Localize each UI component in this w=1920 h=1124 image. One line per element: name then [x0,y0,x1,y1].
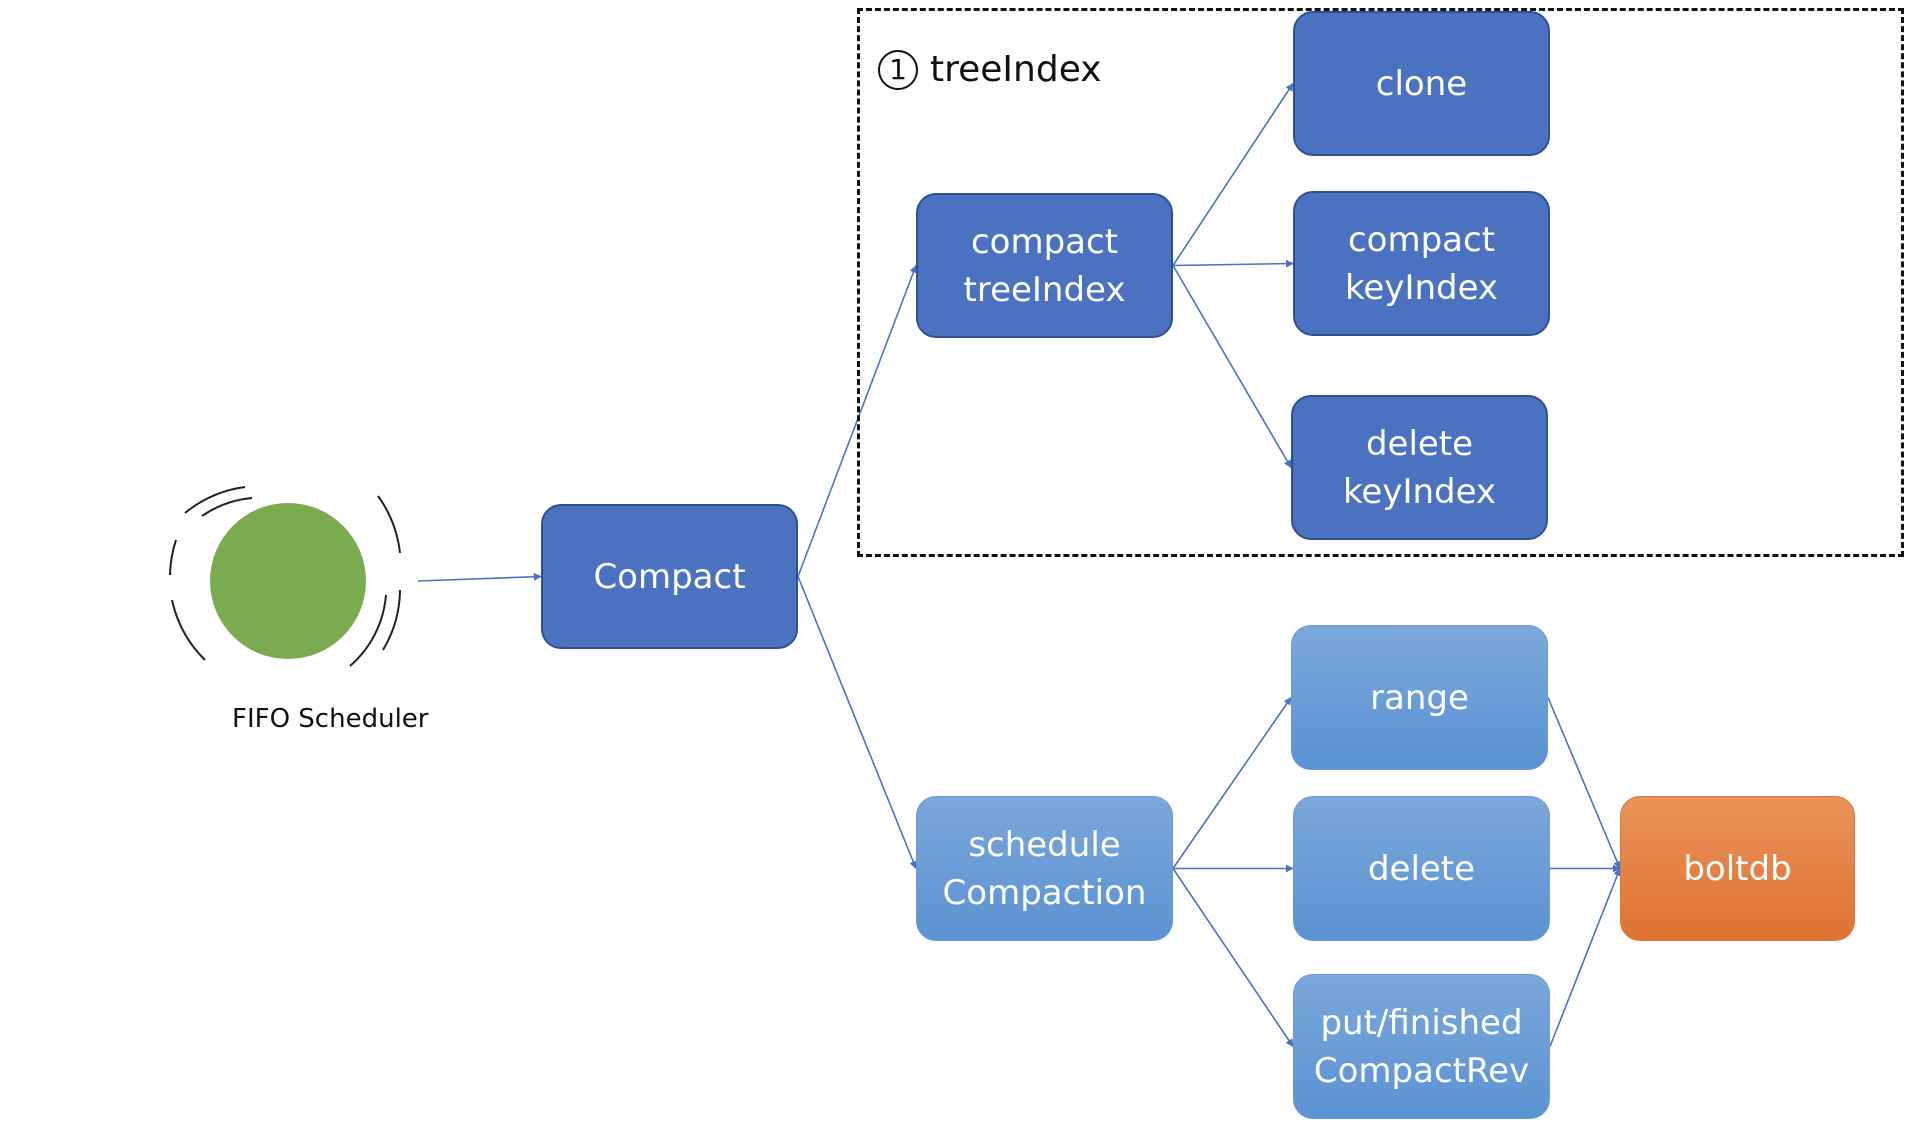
compact-treeindex-line-1: compact [970,221,1119,262]
compact-treeindex-node[interactable]: compact treeIndex [916,193,1173,338]
boltdb-node-label: boltdb [1683,848,1792,889]
edge-range-to-boltdb [1547,697,1621,870]
clone-node[interactable]: clone [1293,11,1550,156]
schedule-compaction-line-2: Compaction [942,872,1147,913]
treeindex-group-box: 1 treeIndex [857,8,1904,557]
delete-keyindex-line-2: keyIndex [1342,471,1497,512]
put-finished-line-2: CompactRev [1313,1050,1530,1091]
scheduler-rings [169,486,401,667]
schedule-compaction-node[interactable]: schedule Compaction [916,796,1173,941]
treeindex-group-label: 1 treeIndex [878,49,1102,90]
compact-node[interactable]: Compact [541,504,798,649]
range-node-label: range [1370,677,1469,718]
delete-keyindex-node[interactable]: delete keyIndex [1291,395,1548,540]
compact-keyindex-line-1: compact [1347,219,1496,260]
boltdb-node[interactable]: boltdb [1620,796,1855,941]
compact-keyindex-line-2: keyIndex [1344,267,1499,308]
compact-keyindex-node[interactable]: compact keyIndex [1293,191,1550,336]
scheduler-circle[interactable] [210,503,366,659]
step-number-badge: 1 [878,49,918,90]
treeindex-group-title: treeIndex [930,49,1102,90]
clone-node-label: clone [1375,63,1468,104]
range-node[interactable]: range [1291,625,1548,770]
schedule-compaction-line-1: schedule [968,824,1121,865]
compact-treeindex-line-2: treeIndex [963,269,1126,310]
edge-put-finished-to-boltdb [1549,867,1622,1047]
put-finished-line-1: put/finished [1320,1002,1523,1043]
edge-schedule-compaction-to-range [1172,696,1292,869]
delete-keyindex-line-1: delete [1365,423,1474,464]
compact-node-label: Compact [593,556,746,597]
edge-schedule-compaction-to-put-finished [1172,868,1294,1048]
edge-compact-to-schedule-compaction [797,576,918,870]
delete-node-label: delete [1367,848,1476,889]
fifo-scheduler-label: FIFO Scheduler [232,704,429,734]
edge-scheduler-to-compact [417,572,542,582]
put-finished-compactrev-node[interactable]: put/finished CompactRev [1293,974,1550,1119]
delete-node[interactable]: delete [1293,796,1550,941]
